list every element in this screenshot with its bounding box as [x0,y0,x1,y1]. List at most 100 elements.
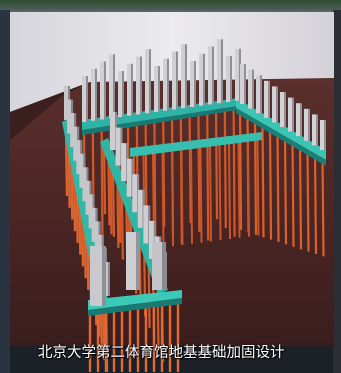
pile [237,142,241,238]
column [136,56,140,115]
column [115,127,121,166]
column-side [260,75,262,114]
column-side [292,97,294,132]
wall-block [90,246,102,306]
column [190,61,194,107]
pile [161,152,165,248]
column [88,194,93,229]
wall-block-side [102,246,106,306]
column [85,180,90,215]
column-side [300,103,302,137]
pile [206,110,210,241]
column-side [122,71,124,117]
pile [116,180,120,249]
pile [120,191,124,260]
pile [197,111,201,232]
pile [238,109,243,231]
column [91,68,95,121]
column [148,220,154,259]
column-side [104,61,106,120]
pile [199,147,203,243]
right-beam-shadow [236,108,326,166]
pile [190,148,193,244]
column [132,174,138,213]
column [181,44,185,109]
column [226,56,230,102]
front-beam-shadow [88,298,182,316]
column [172,51,176,110]
column [82,76,86,122]
column-side [268,80,270,118]
front-beam [88,290,182,310]
left-photo-strip [0,10,10,373]
pile [223,107,227,229]
column-side [86,76,88,122]
column-side [185,44,187,109]
pile [321,158,325,257]
column [145,49,149,114]
column-side [140,56,142,115]
pile [180,149,184,246]
pile [111,168,116,237]
column-side [108,262,110,296]
inner-back-beam [130,132,262,157]
pile [291,140,295,247]
pile [228,143,231,240]
pile [276,131,280,243]
column-side [230,56,232,102]
pile [102,145,107,215]
column-side [167,58,169,111]
column-side [316,114,318,146]
column [288,97,292,132]
front-wall-blocks [90,232,166,306]
column [312,114,316,146]
wall-block [152,242,162,290]
right-photo-strip [333,10,341,373]
pile [188,112,192,224]
column [121,143,127,182]
caption-text: 北京大学第二体育馆地基基础加固设计 [38,345,285,361]
column-side [221,39,223,104]
column [320,120,324,150]
column [208,46,212,105]
column [256,75,260,114]
wall-block-side [162,242,166,290]
column [91,207,96,242]
ground-left-edge [10,82,90,140]
column-side [95,68,97,121]
pile [268,127,273,240]
column [94,221,99,256]
right-beam [236,98,326,160]
column [143,205,149,244]
column [154,66,158,112]
column-side [284,92,286,127]
pile [261,123,265,238]
column [240,64,244,104]
pile [283,136,288,245]
column [163,58,167,111]
column-side [252,69,254,109]
column [235,48,239,101]
column [272,86,276,123]
pile [218,145,222,241]
column [70,113,75,148]
column [296,103,300,137]
column [110,112,115,150]
pile [100,125,104,256]
pile [107,157,111,226]
back-beam [82,98,238,130]
wall-block-side [136,232,140,290]
pile [256,140,260,236]
column-side [131,63,133,116]
column-side [203,53,205,106]
pile [313,153,318,255]
pile [171,151,174,247]
column-side [276,86,278,123]
column [304,108,308,141]
column [137,189,143,228]
column [199,53,203,106]
column-side [308,108,310,141]
column [76,140,81,175]
